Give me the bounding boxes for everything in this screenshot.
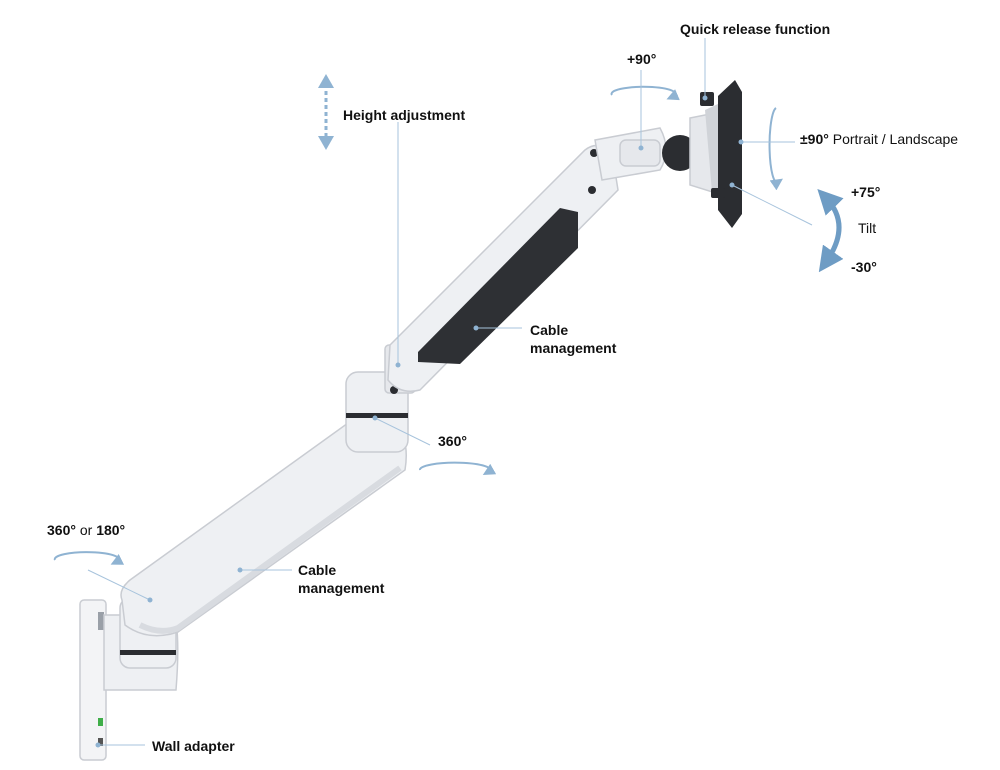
- label-base-360: 360°: [47, 522, 76, 538]
- label-cable-lower-2: management: [298, 580, 385, 596]
- height-arrow-icon: [318, 74, 334, 150]
- label-height-adjustment: Height adjustment: [343, 107, 466, 123]
- label-cable-upper-2: management: [530, 340, 617, 356]
- label-rotation-top: +90°: [627, 51, 657, 67]
- label-portrait-degrees: ±90°: [800, 131, 829, 147]
- label-quick-release: Quick release function: [680, 21, 831, 37]
- leader-lines: [87, 38, 813, 746]
- label-tilt-minus: -30°: [851, 259, 877, 275]
- label-portrait-text: Portrait / Landscape: [832, 131, 959, 147]
- rotate-icon-top: [610, 85, 680, 101]
- wall-adapter: [79, 599, 107, 761]
- label-rotation-middle: 360°: [438, 433, 467, 449]
- label-tilt: Tilt: [858, 220, 877, 236]
- rotate-icon-base: [53, 551, 125, 565]
- label-cable-upper-1: Cable: [530, 322, 569, 338]
- leader-dots: [95, 95, 744, 748]
- cable-cover-upper: [418, 208, 578, 364]
- wall-indicator-icon: [98, 718, 103, 726]
- label-base-180: 180°: [96, 522, 126, 538]
- label-cable-lower-1: Cable: [298, 562, 337, 578]
- tilt-arrow-icon: [817, 188, 844, 273]
- label-base-rotation: 360° or 180°: [47, 521, 125, 539]
- rotate-icon-portrait: [768, 107, 783, 191]
- rotate-icon-middle: [419, 461, 497, 475]
- label-wall-adapter: Wall adapter: [152, 738, 235, 754]
- rotation-indicators: [53, 85, 783, 565]
- label-base-or: or: [79, 522, 93, 538]
- label-tilt-plus: +75°: [851, 184, 881, 200]
- upper-arm: [387, 144, 619, 392]
- label-portrait-landscape: ±90° Portrait / Landscape: [800, 130, 958, 148]
